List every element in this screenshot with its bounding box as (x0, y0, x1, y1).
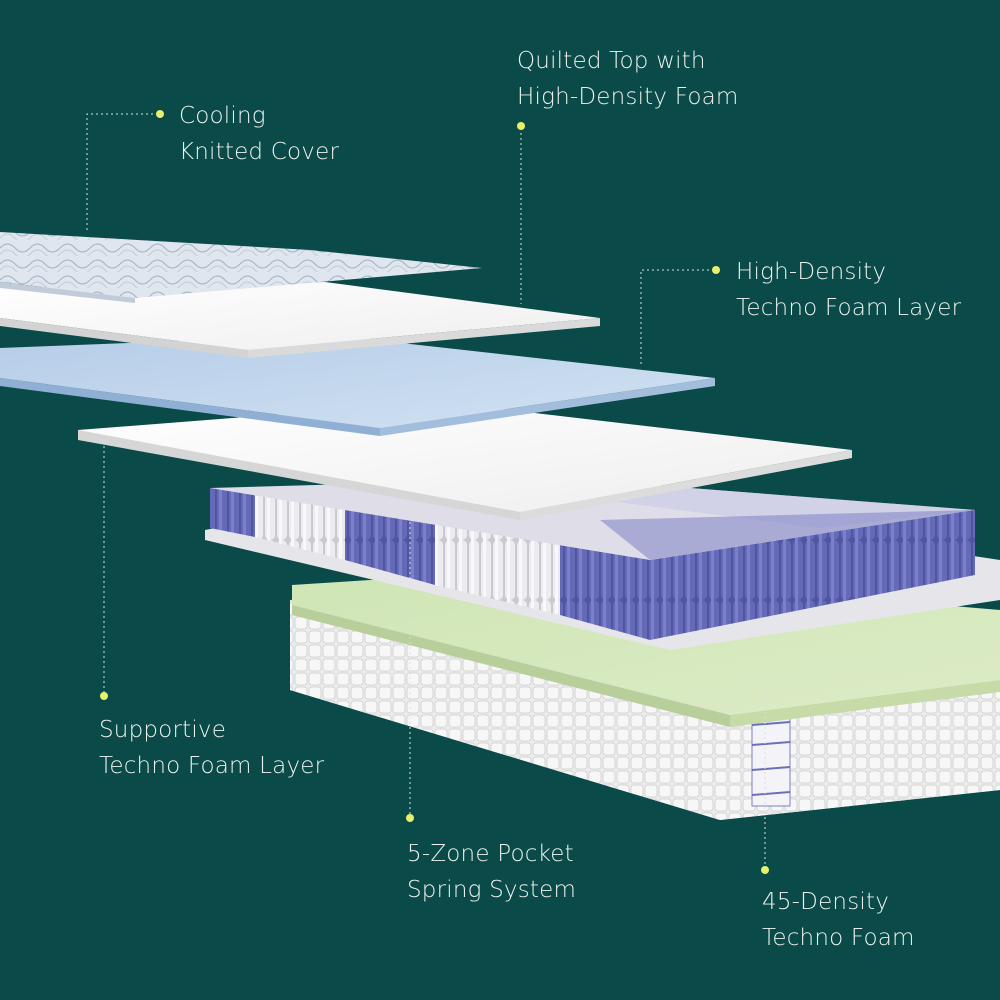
blue-foam-layer (0, 335, 715, 436)
label-line: 45-Density (762, 889, 890, 915)
label-line: Spring System (407, 877, 577, 903)
label-line: 5-Zone Pocket (407, 841, 574, 867)
leader-lines (86, 113, 766, 868)
label-line: Quilted Top with (517, 48, 706, 74)
dot-pocket-spring (406, 814, 414, 822)
label-line: Knitted Cover (179, 139, 340, 165)
dot-supportive (100, 692, 108, 700)
leader-high-density (640, 269, 714, 364)
label-line: Techno Foam Layer (736, 295, 962, 321)
dot-quilted-top (517, 122, 525, 130)
dot-cooling-cover (156, 110, 164, 118)
label-supportive-techno-foam: Supportive Techno Foam Layer (99, 712, 324, 784)
leader-cooling-cover (86, 113, 158, 232)
dot-45-density (761, 866, 769, 874)
label-line: Cooling (179, 103, 266, 129)
label-line: High-Density (736, 259, 887, 285)
label-line: Supportive (99, 717, 227, 743)
supportive-foam-layer (78, 402, 852, 520)
label-cooling-knitted-cover: Cooling Knitted Cover (179, 98, 339, 170)
quilted-top-foam-layer (0, 282, 600, 358)
label-line: Techno Foam (762, 925, 915, 951)
label-quilted-top: Quilted Top with High-Density Foam (517, 43, 739, 115)
dot-high-density (712, 266, 720, 274)
label-line: High-Density Foam (517, 84, 739, 110)
knitted-cover-layer (0, 232, 482, 303)
label-line: Techno Foam Layer (99, 753, 325, 779)
label-45-density-techno-foam: 45-Density Techno Foam (762, 884, 915, 956)
marker-dots (100, 110, 769, 874)
pocket-spring-block (205, 478, 1000, 650)
label-5-zone-pocket-spring: 5-Zone Pocket Spring System (407, 836, 576, 908)
label-high-density-techno-foam: High-Density Techno Foam Layer (736, 254, 961, 326)
